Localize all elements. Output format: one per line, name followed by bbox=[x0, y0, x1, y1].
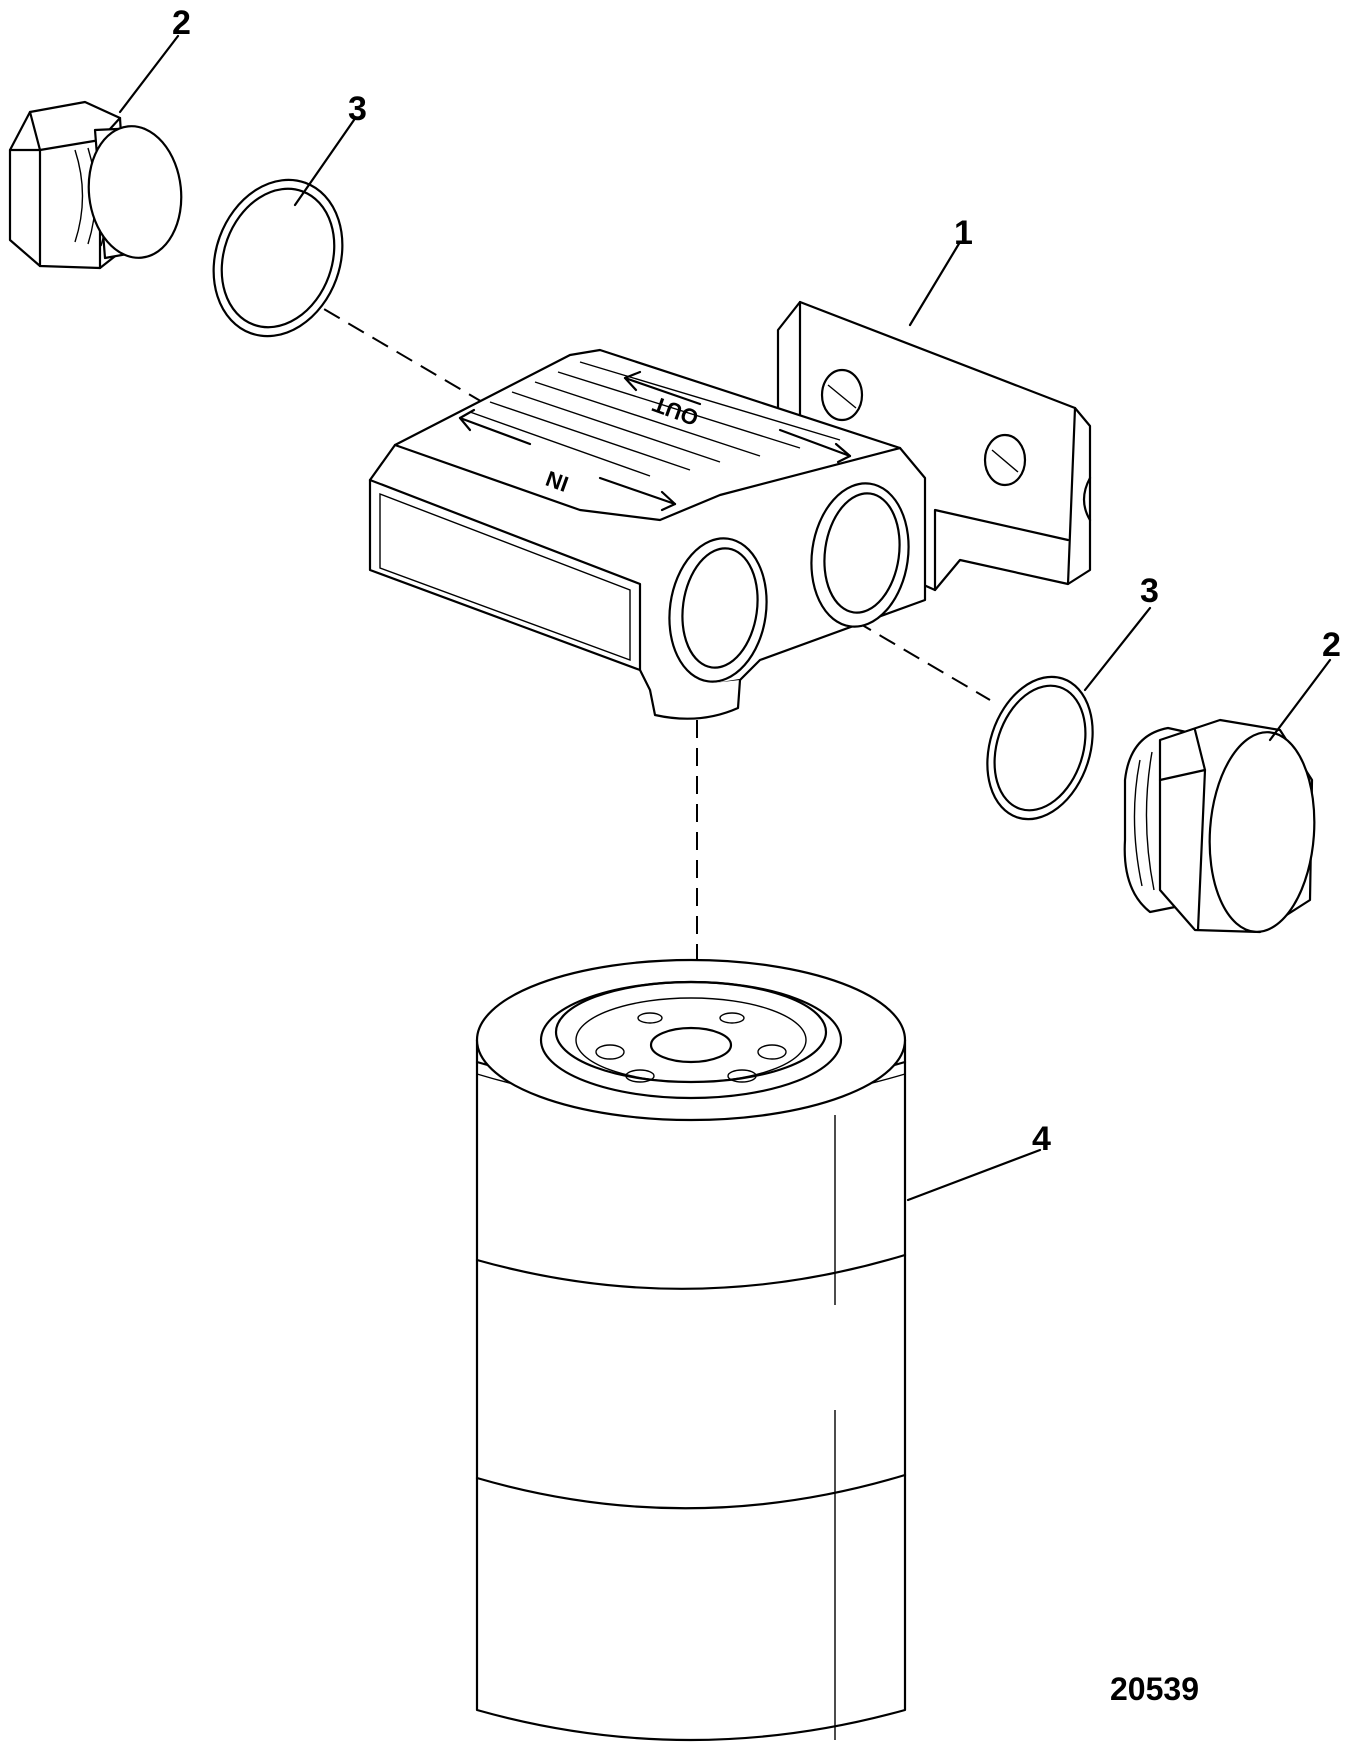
callout-seal-left: 3 bbox=[348, 90, 367, 128]
plug-left bbox=[8, 100, 183, 270]
seal-washer-right bbox=[986, 675, 1094, 821]
callout-plug-right: 2 bbox=[1322, 626, 1341, 664]
callout-seal-right: 3 bbox=[1140, 572, 1159, 610]
callout-plug-left: 2 bbox=[172, 4, 191, 42]
plug-right bbox=[1123, 718, 1316, 934]
callout-filter: 4 bbox=[1032, 1120, 1051, 1158]
seal-washer-left bbox=[212, 178, 344, 338]
callouts: 2 3 1 3 2 4 bbox=[172, 4, 1341, 1158]
leader-lines bbox=[118, 34, 1332, 1202]
filter-base: OUT IN bbox=[368, 300, 1092, 720]
callout-base: 1 bbox=[954, 214, 973, 252]
filter-element bbox=[475, 958, 907, 1742]
figure-number: 20539 bbox=[1110, 1671, 1199, 1707]
